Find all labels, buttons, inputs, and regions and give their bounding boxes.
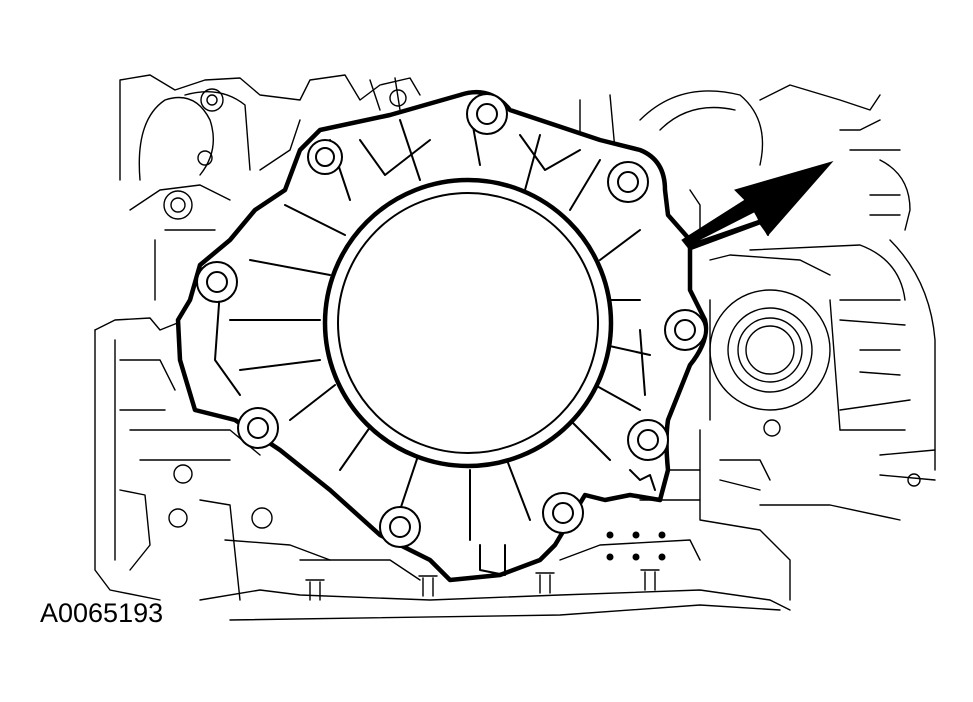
figure-id-label: A0065193 — [40, 598, 164, 628]
bolt-boss — [196, 93, 706, 548]
transaxle-case — [94, 74, 936, 621]
cover-gasket — [175, 89, 709, 583]
arrow-pointing-left-down-icon — [681, 161, 834, 251]
